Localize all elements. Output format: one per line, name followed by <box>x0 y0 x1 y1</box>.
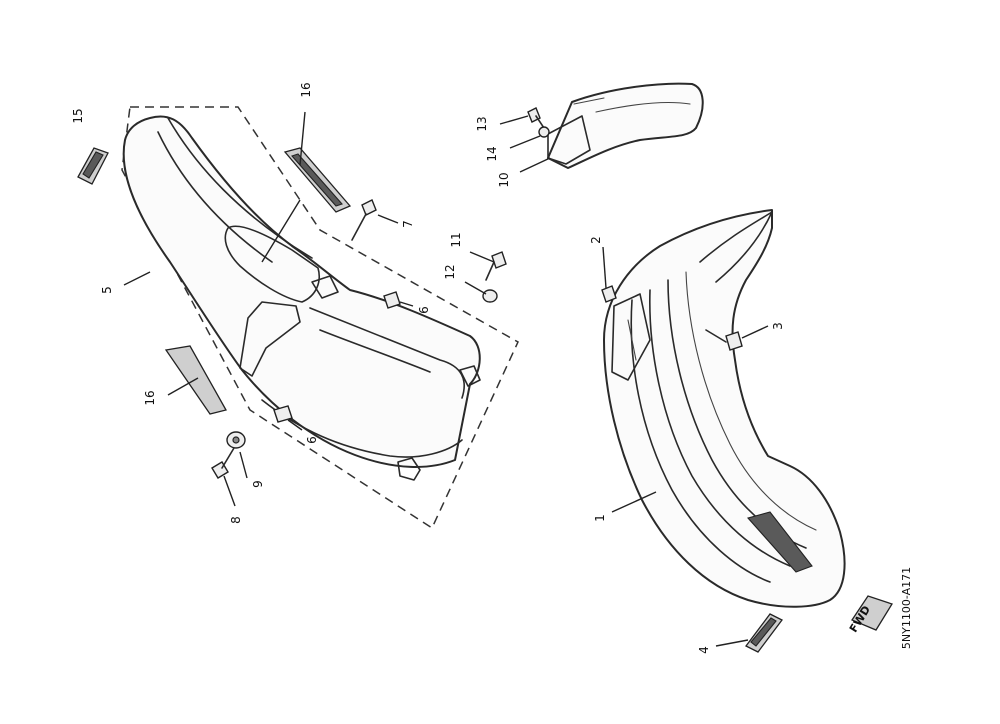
emblem-part-4 <box>745 613 783 653</box>
fender-mount-bracket <box>611 293 651 381</box>
grommet-part-12 <box>482 289 498 303</box>
fwd-decal: FWD <box>847 595 893 635</box>
callout-5: 5 <box>100 286 114 294</box>
fender-rib-2 <box>649 289 791 567</box>
side-cover-ridge <box>167 117 313 259</box>
side-cover-inner-line-2 <box>319 329 431 373</box>
side-cover-recess <box>224 225 320 303</box>
decal-part-16-lower <box>164 345 227 415</box>
bolt-part-8 <box>211 447 235 479</box>
bolt-part-11 <box>485 251 507 281</box>
callout-14: 14 <box>485 146 499 161</box>
callout-10: 10 <box>497 172 511 187</box>
bracket-part-10 <box>547 82 704 169</box>
washer-part-14 <box>538 126 550 138</box>
decal-part-16-upper <box>283 147 352 213</box>
callout-3: 3 <box>771 322 785 330</box>
fender-rib-4 <box>685 271 817 531</box>
fender-rib-1 <box>630 299 771 583</box>
mount-tab-lower <box>397 457 421 481</box>
callout-6-upper: 6 <box>417 306 431 314</box>
mount-tab-right <box>459 365 481 387</box>
bolt-part-7 <box>351 199 377 241</box>
callout-15: 15 <box>71 108 85 123</box>
side-cover-ridge-2 <box>157 131 273 263</box>
mount-tab-mid <box>311 275 339 299</box>
fender-stripe <box>746 511 813 573</box>
callout-16-lower: 16 <box>143 390 157 405</box>
bolt-part-2 <box>601 285 617 303</box>
bracket-plate <box>547 115 591 165</box>
side-cover-part-5 <box>122 115 481 468</box>
leader-lines <box>123 111 769 647</box>
callout-6-lower: 6 <box>305 436 319 444</box>
callout-12: 12 <box>443 264 457 279</box>
bolt-part-3 <box>705 329 743 351</box>
side-cover-inner-line-1 <box>309 307 465 399</box>
callout-labels: 5 16 15 16 7 6 6 9 8 11 12 13 14 10 2 3 … <box>71 82 785 653</box>
front-fender-part-1 <box>603 209 846 608</box>
callout-16-upper: 16 <box>299 82 313 97</box>
side-cover-lower-curve <box>261 399 463 458</box>
nut-part-6-upper <box>383 291 401 309</box>
front-fender-assembly: FWD <box>601 209 893 653</box>
drawing-code: 5NY1100-A171 <box>900 567 913 649</box>
fender-tip <box>699 211 773 283</box>
callout-13: 13 <box>475 116 489 131</box>
callout-11: 11 <box>449 232 463 247</box>
side-cover-bracket <box>239 301 301 377</box>
callout-7: 7 <box>401 220 415 228</box>
callout-4: 4 <box>697 646 711 654</box>
emblem-part-15 <box>77 147 109 185</box>
callout-1: 1 <box>593 514 607 522</box>
side-cover-assembly <box>77 106 519 530</box>
callout-8: 8 <box>229 516 243 524</box>
nut-part-6-lower <box>273 405 293 423</box>
callout-9: 9 <box>251 480 265 488</box>
bracket-assembly <box>527 82 704 169</box>
callout-2: 2 <box>589 236 603 244</box>
